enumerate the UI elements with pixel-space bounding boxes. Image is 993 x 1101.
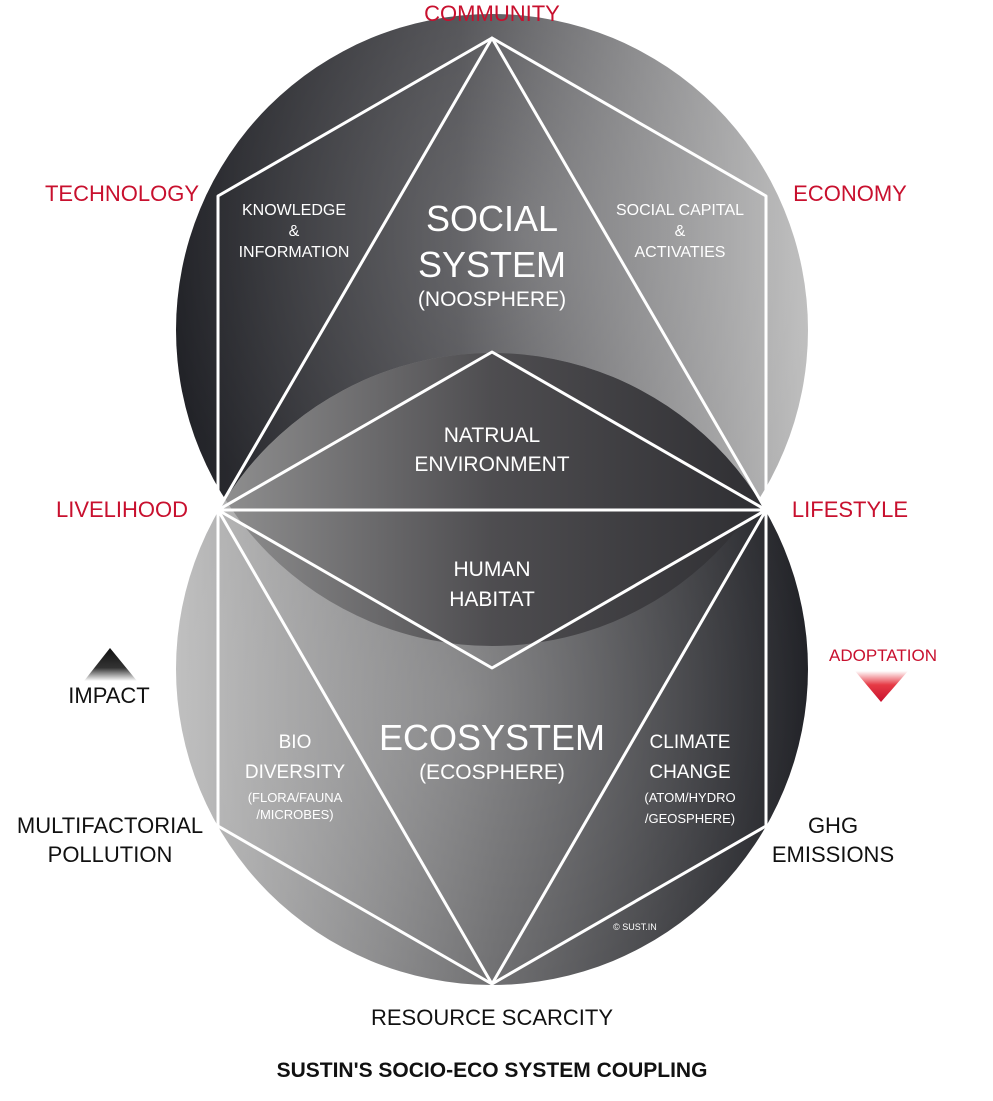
- adoptation-down-triangle-icon: [855, 671, 908, 702]
- label-ecosystem: ECOSYSTEM: [379, 717, 605, 758]
- label-flora-fauna: (FLORA/FAUNA: [248, 790, 343, 805]
- label-natrual: NATRUAL: [444, 424, 540, 447]
- label-adoptation: ADOPTATION: [829, 646, 937, 665]
- label-habitat: HABITAT: [449, 588, 535, 611]
- label-information: INFORMATION: [239, 244, 350, 261]
- label-noosphere: (NOOSPHERE): [418, 288, 566, 311]
- label-pollution-line2: POLLUTION: [48, 842, 173, 867]
- label-economy: ECONOMY: [793, 181, 907, 206]
- label-knowledge: KNOWLEDGE: [242, 202, 346, 219]
- lower-triangle: [216, 508, 768, 986]
- label-ghg-line1: GHG: [808, 813, 858, 838]
- impact-up-triangle-icon: [84, 648, 137, 681]
- label-atom-hydro: (ATOM/HYDRO: [644, 790, 735, 805]
- label-impact: IMPACT: [68, 683, 149, 708]
- label-system: SYSTEM: [418, 244, 566, 285]
- label-social-capital-amp: &: [675, 223, 686, 240]
- label-ecosphere: (ECOSPHERE): [419, 761, 565, 784]
- diagram-title: SUSTIN'S SOCIO-ECO SYSTEM COUPLING: [277, 1059, 708, 1082]
- label-livelihood: LIVELIHOOD: [56, 497, 188, 522]
- label-social: SOCIAL: [426, 198, 558, 239]
- label-activaties: ACTIVATIES: [635, 244, 726, 261]
- label-community: COMMUNITY: [424, 1, 560, 26]
- label-technology: TECHNOLOGY: [45, 181, 199, 206]
- copyright-mark: © SUST.IN: [613, 922, 657, 932]
- label-climate: CLIMATE: [650, 732, 731, 753]
- inner-diamond-bottom: [217, 508, 767, 670]
- label-environment: ENVIRONMENT: [414, 453, 569, 476]
- inner-diamond-top: [217, 350, 767, 512]
- label-geosphere: /GEOSPHERE): [645, 811, 735, 826]
- hexagram-lines: [216, 36, 768, 986]
- label-bio: BIO: [279, 732, 312, 753]
- label-social-capital: SOCIAL CAPITAL: [616, 202, 744, 219]
- label-diversity: DIVERSITY: [245, 762, 346, 783]
- label-microbes: /MICROBES): [256, 807, 333, 822]
- label-ghg-line2: EMISSIONS: [772, 842, 894, 867]
- label-human: HUMAN: [454, 558, 531, 581]
- label-pollution-line1: MULTIFACTORIAL: [17, 813, 203, 838]
- label-lifestyle: LIFESTYLE: [792, 497, 908, 522]
- label-change: CHANGE: [649, 762, 730, 783]
- label-knowledge-amp: &: [289, 223, 300, 240]
- label-resource-scarcity: RESOURCE SCARCITY: [371, 1005, 613, 1030]
